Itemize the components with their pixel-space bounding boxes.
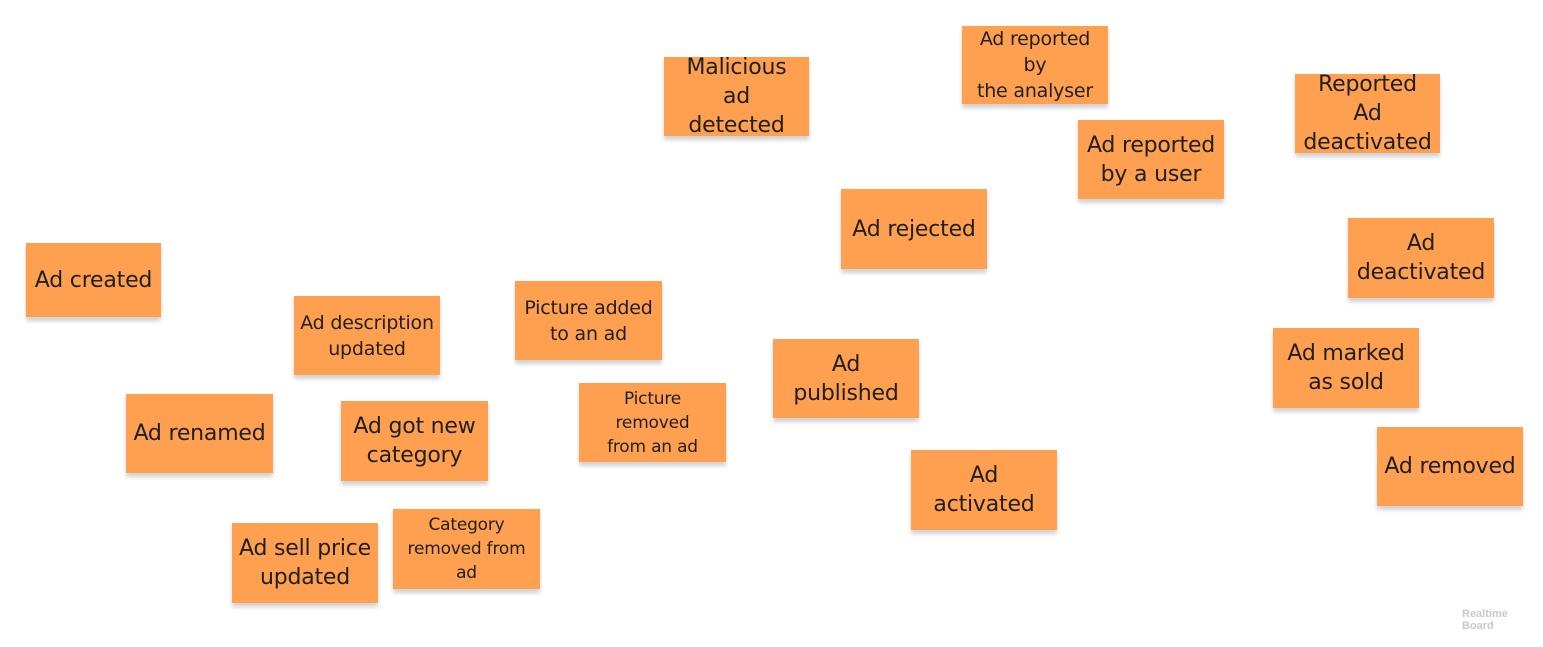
sticky-note-text: Category removed from ad	[407, 515, 526, 583]
sticky-note-text: Ad got new category	[353, 414, 476, 468]
sticky-note-text: Malicious ad detected	[686, 55, 787, 138]
sticky-note-text: Reported Ad deactivated	[1303, 72, 1432, 155]
sticky-note-ad-reported-by-analyser[interactable]: Ad reported by the analyser	[962, 26, 1108, 104]
sticky-note-text: Ad created	[34, 267, 153, 293]
sticky-note-text: Ad published	[793, 351, 899, 406]
sticky-note-ad-marked-as-sold[interactable]: Ad marked as sold	[1273, 328, 1419, 408]
sticky-note-text: Ad renamed	[133, 421, 266, 446]
sticky-note-ad-removed[interactable]: Ad removed	[1377, 427, 1523, 506]
sticky-note-malicious-ad-detected[interactable]: Malicious ad detected	[664, 55, 809, 138]
sticky-note-picture-removed[interactable]: Picture removed from an ad	[579, 383, 726, 462]
sticky-note-text: Picture added to an ad	[524, 296, 653, 345]
sticky-note-ad-deactivated[interactable]: Ad deactivated	[1348, 218, 1494, 298]
sticky-note-text: Ad rejected	[852, 216, 976, 242]
sticky-note-text: Picture removed from an ad	[607, 388, 698, 457]
sticky-note-text: Ad sell price updated	[239, 536, 371, 590]
sticky-note-text: Ad deactivated	[1356, 231, 1486, 285]
sticky-note-text: Ad activated	[933, 463, 1035, 517]
sticky-note-picture-added[interactable]: Picture added to an ad	[515, 281, 662, 360]
sticky-note-text: Ad reported by the analyser	[976, 28, 1094, 102]
sticky-note-ad-renamed[interactable]: Ad renamed	[126, 394, 273, 473]
sticky-note-ad-description-updated[interactable]: Ad description updated	[294, 296, 440, 375]
sticky-note-ad-rejected[interactable]: Ad rejected	[841, 189, 987, 269]
sticky-note-category-removed[interactable]: Category removed from ad	[393, 509, 540, 589]
sticky-note-text: Ad reported by a user	[1086, 132, 1216, 187]
sticky-note-ad-got-new-category[interactable]: Ad got new category	[341, 401, 488, 481]
sticky-note-ad-created[interactable]: Ad created	[26, 243, 161, 317]
sticky-note-reported-ad-deactivated[interactable]: Reported Ad deactivated	[1295, 72, 1440, 155]
sticky-note-ad-sell-price-updated[interactable]: Ad sell price updated	[232, 523, 378, 603]
sticky-note-ad-activated[interactable]: Ad activated	[911, 450, 1057, 530]
realtimeboard-watermark: Realtime Board	[1462, 608, 1508, 632]
sticky-note-text: Ad description updated	[300, 311, 434, 360]
sticky-note-ad-published[interactable]: Ad published	[773, 339, 919, 418]
sticky-note-text: Ad removed	[1384, 454, 1516, 479]
sticky-note-ad-reported-by-user[interactable]: Ad reported by a user	[1078, 120, 1224, 199]
sticky-note-text: Ad marked as sold	[1287, 341, 1405, 395]
